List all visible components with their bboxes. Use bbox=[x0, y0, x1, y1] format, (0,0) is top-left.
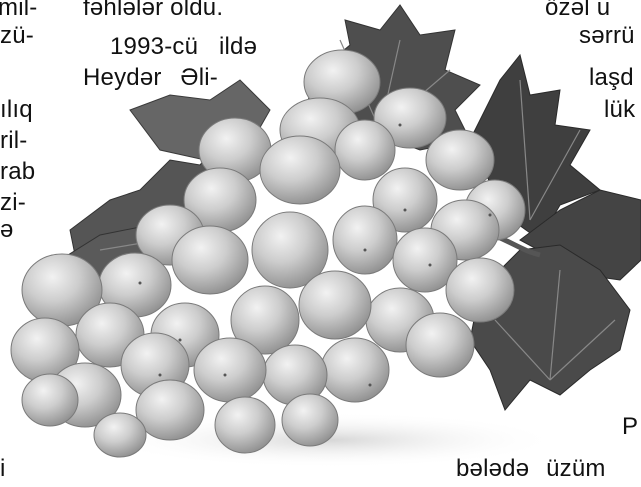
center-line-3: Heydər Əli- bbox=[83, 64, 218, 91]
grape-dots bbox=[138, 123, 492, 387]
left-fragment-3: ılıq bbox=[0, 96, 33, 123]
left-fragment-8: i bbox=[0, 455, 6, 482]
left-fragment-7: ə bbox=[0, 216, 14, 243]
right-fragment-3: laşd bbox=[589, 64, 634, 91]
left-fragment-6: zi- bbox=[0, 189, 26, 216]
left-fragment-1: mil- bbox=[0, 0, 38, 21]
right-fragment-1: özəl u bbox=[545, 0, 611, 21]
right-fragment-5: P bbox=[622, 413, 639, 440]
grape-cluster bbox=[10, 49, 526, 458]
right-fragment-2: sərrü bbox=[579, 22, 635, 49]
left-fragment-2: zü- bbox=[0, 22, 34, 49]
right-fragment-4: lük bbox=[604, 96, 636, 123]
left-fragment-5: rab bbox=[0, 158, 36, 185]
center-line-2: 1993-cü ildə bbox=[110, 33, 258, 60]
center-line-1: fəhlələr oldu. bbox=[83, 0, 224, 21]
left-fragment-4: ril- bbox=[0, 127, 28, 154]
